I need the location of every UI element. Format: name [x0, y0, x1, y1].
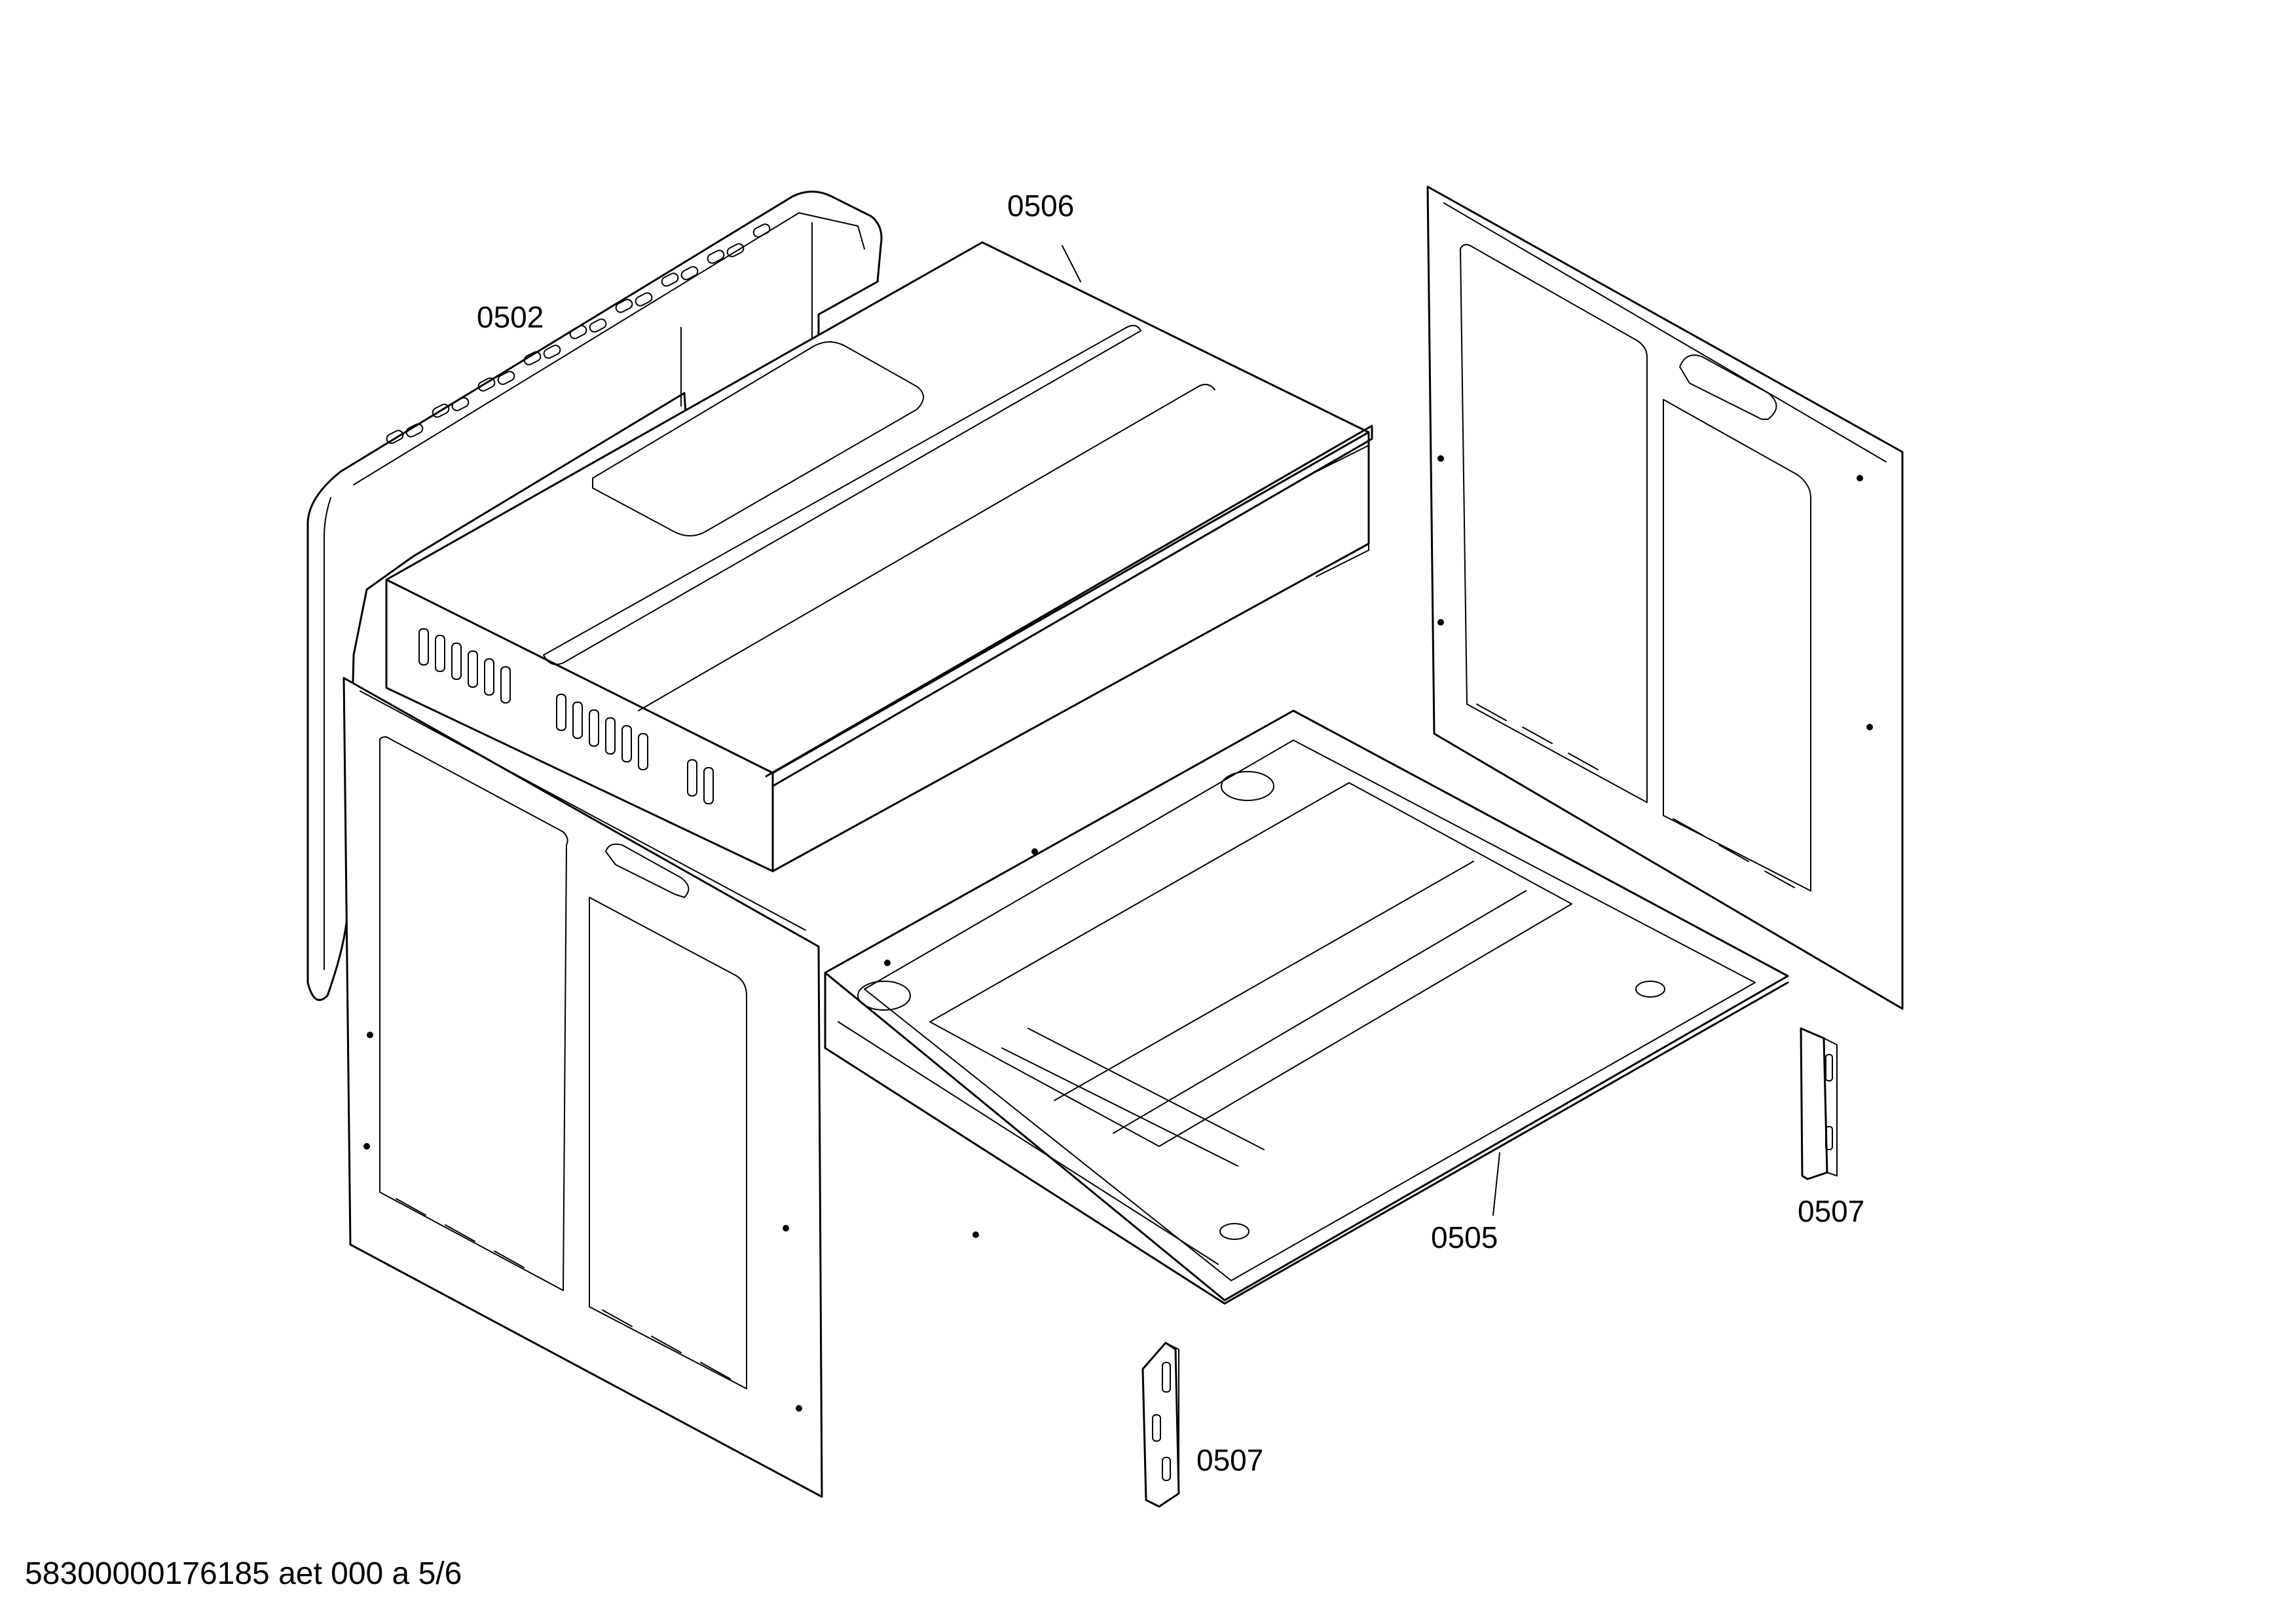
- label-0506: 0506: [1007, 189, 1074, 223]
- label-0507-right: 0507: [1798, 1194, 1864, 1228]
- part-right-side-panel: [1426, 185, 1904, 1010]
- label-0505: 0505: [1431, 1220, 1498, 1254]
- label-0502: 0502: [477, 300, 544, 334]
- leader-lines: [1062, 245, 1500, 1216]
- part-left-side-panel: [343, 677, 823, 1498]
- part-0505-base-tray: [824, 709, 1789, 1305]
- part-0507-bracket-right: [1800, 1027, 1838, 1180]
- part-0502-back-frame: [306, 191, 883, 1002]
- label-0507-bottom: 0507: [1196, 1443, 1263, 1477]
- part-0507-bracket-bottom: [1141, 1342, 1180, 1508]
- drawing-number-footer: 58300000176185 aet 000 a 5/6: [25, 1556, 462, 1591]
- part-0506-top-cover: [385, 241, 1373, 873]
